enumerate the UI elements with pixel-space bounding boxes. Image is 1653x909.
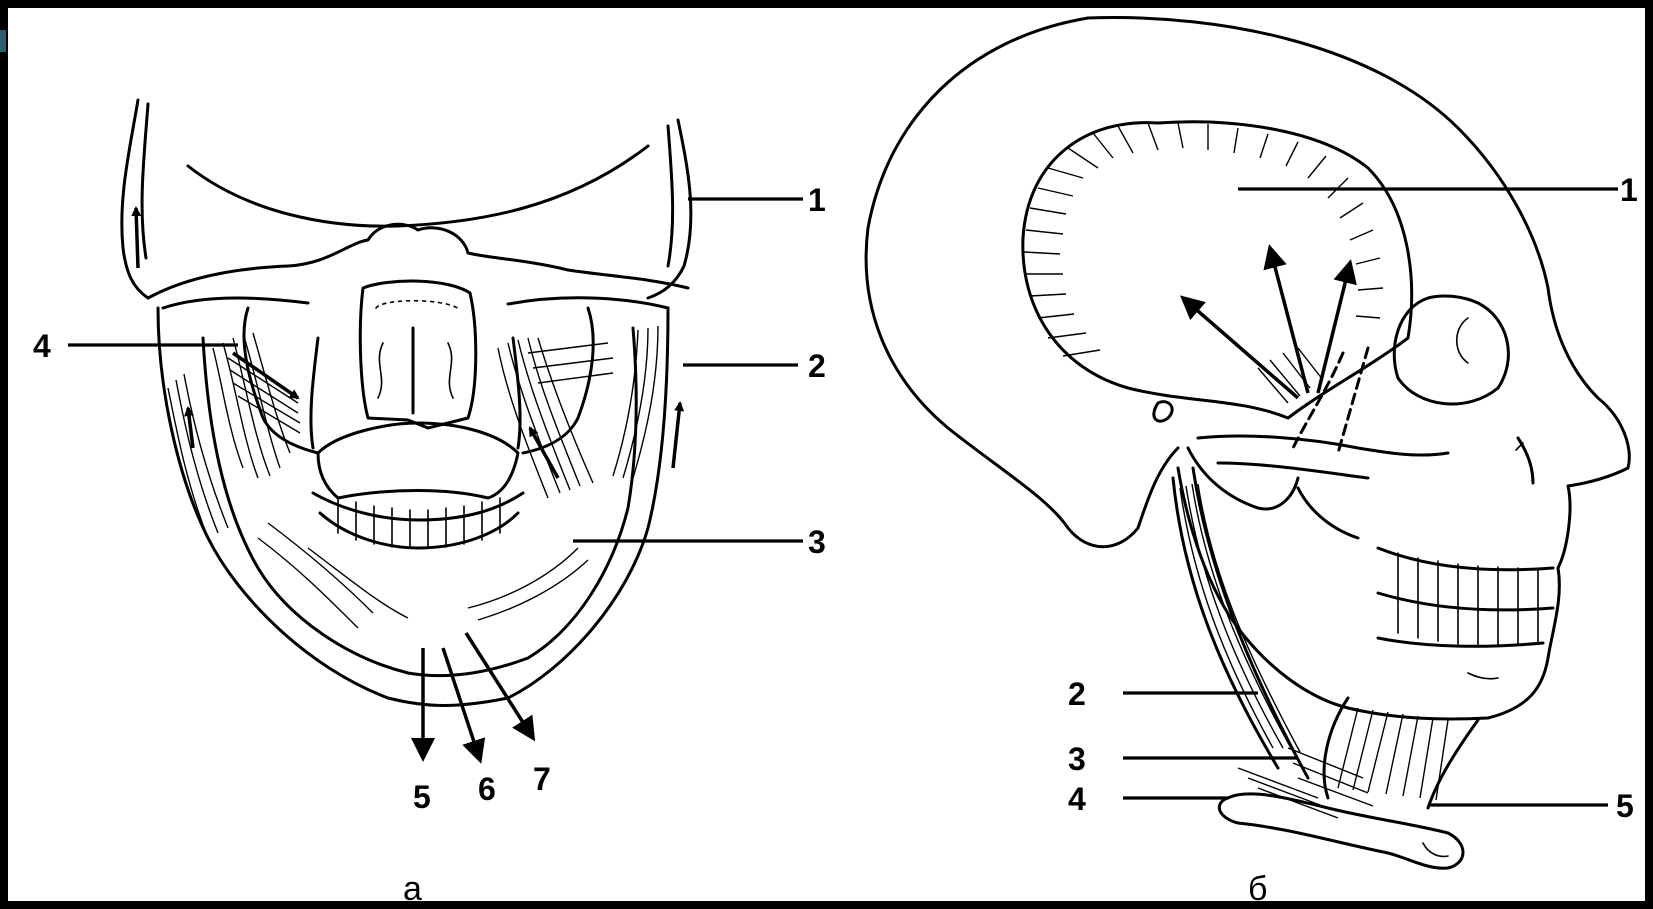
temporal-hatching — [1024, 123, 1383, 403]
nasal-cavity — [360, 281, 475, 428]
label-front-2: 2 — [808, 348, 826, 384]
figure-front-view: 1 2 3 4 5 6 7 а — [33, 100, 826, 901]
temporal-muscle — [1023, 122, 1412, 418]
teeth-row — [313, 493, 523, 548]
arrow-7 — [466, 633, 533, 738]
temporal-arrow-1 — [1183, 298, 1298, 398]
label-side-3: 3 — [1068, 741, 1086, 777]
label-side-4: 4 — [1068, 781, 1086, 817]
skull-base-curve — [188, 146, 648, 226]
label-side-2: 2 — [1068, 676, 1086, 712]
ear-canal — [1154, 402, 1172, 421]
label-front-5: 5 — [413, 779, 431, 815]
label-front-3: 3 — [808, 524, 826, 560]
label-front-4: 4 — [33, 328, 51, 364]
condyle — [1188, 448, 1298, 509]
caption-side: б — [1248, 870, 1267, 901]
cranium-outline — [866, 18, 1178, 547]
label-side-1: 1 — [1620, 172, 1638, 208]
left-temporal-outline — [122, 100, 148, 298]
label-side-5: 5 — [1616, 788, 1634, 824]
label-front-7: 7 — [533, 761, 551, 797]
label-front-6: 6 — [478, 771, 496, 807]
hyoid-bone — [1219, 794, 1463, 868]
diagram-panel: 1 2 3 4 5 6 7 а — [8, 8, 1645, 901]
oral-cavity — [318, 423, 518, 498]
figure-side-view: 1 2 3 4 5 б — [866, 18, 1638, 901]
left-muscle-hatching — [168, 333, 408, 628]
teeth-lateral — [1378, 548, 1553, 646]
slide-corner-accent — [0, 30, 6, 52]
label-front-1: 1 — [808, 182, 826, 218]
caption-front: а — [403, 870, 422, 901]
anatomy-diagram: 1 2 3 4 5 6 7 а — [8, 8, 1645, 901]
temporal-arrow-2 — [1270, 248, 1308, 393]
